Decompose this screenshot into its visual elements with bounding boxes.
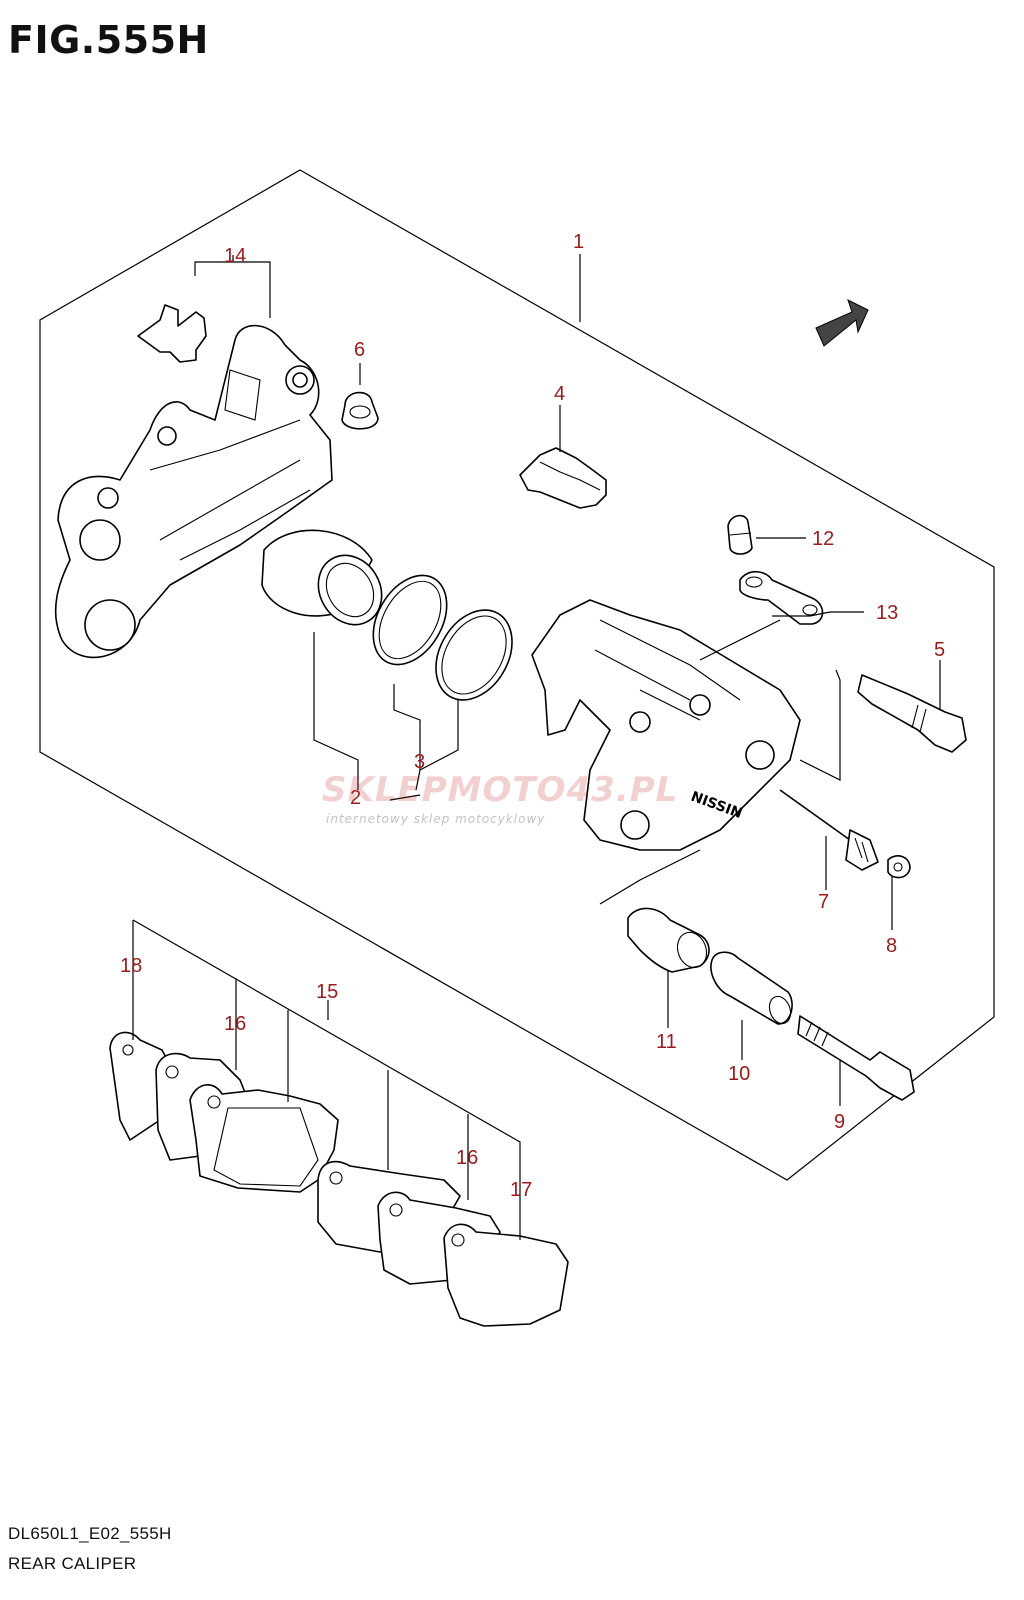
callout-13: 13 [876,602,898,624]
pad-spring-4 [519,447,607,509]
rubber-boot-6 [341,391,379,430]
figure-title: FIG.555H [8,18,209,62]
bracket-part [54,324,333,659]
callout-18: 18 [120,955,142,977]
callout-12: 12 [812,528,834,550]
callout-2: 2 [350,787,361,809]
caliper-body-1: NISSIN [531,599,801,851]
bleeder-valve-12 [727,514,753,555]
leader-lines [132,254,941,1240]
spring-clip-14 [137,304,207,363]
piston-2 [261,529,383,626]
watermark-brand: SKLEPMOTO43.PL [322,770,679,810]
callout-8: 8 [886,935,897,957]
slide-boot-11 [627,907,710,973]
callout-14: 14 [224,245,246,267]
sleeve-10 [710,951,793,1025]
callout-5: 5 [934,639,945,661]
callout-4: 4 [554,383,565,405]
watermark-tagline: internetowy sklep motocyklowy [326,812,546,826]
pin-clip-8 [887,855,911,879]
figure-code: DL650L1_E02_555H [8,1524,172,1543]
callout-10: 10 [728,1063,750,1085]
bleeder-cap-13 [739,570,824,625]
figure-name: REAR CALIPER [8,1554,137,1573]
callout-3: 3 [414,751,425,773]
pad-shim-17 [443,1223,569,1327]
assembly-outline [39,169,995,1181]
piston-seal-3 [372,574,448,666]
callout-11: 11 [656,1031,677,1053]
pad-pin-7 [779,789,879,871]
pad-shim-18 [109,1031,171,1141]
callout-7: 7 [818,891,829,913]
brake-pad-15 [189,1084,339,1193]
slide-bolt-9 [797,1015,915,1101]
slide-pin-5 [857,674,967,753]
front-arrow-icon [815,299,869,347]
callout-15: 15 [316,981,338,1003]
callout-16b: 16 [456,1147,478,1169]
callout-1: 1 [573,231,584,253]
callout-16: 16 [224,1013,246,1035]
callout-6: 6 [354,339,365,361]
dust-seal-3 [435,609,513,701]
callout-9: 9 [834,1111,845,1133]
callout-17: 17 [510,1179,532,1201]
